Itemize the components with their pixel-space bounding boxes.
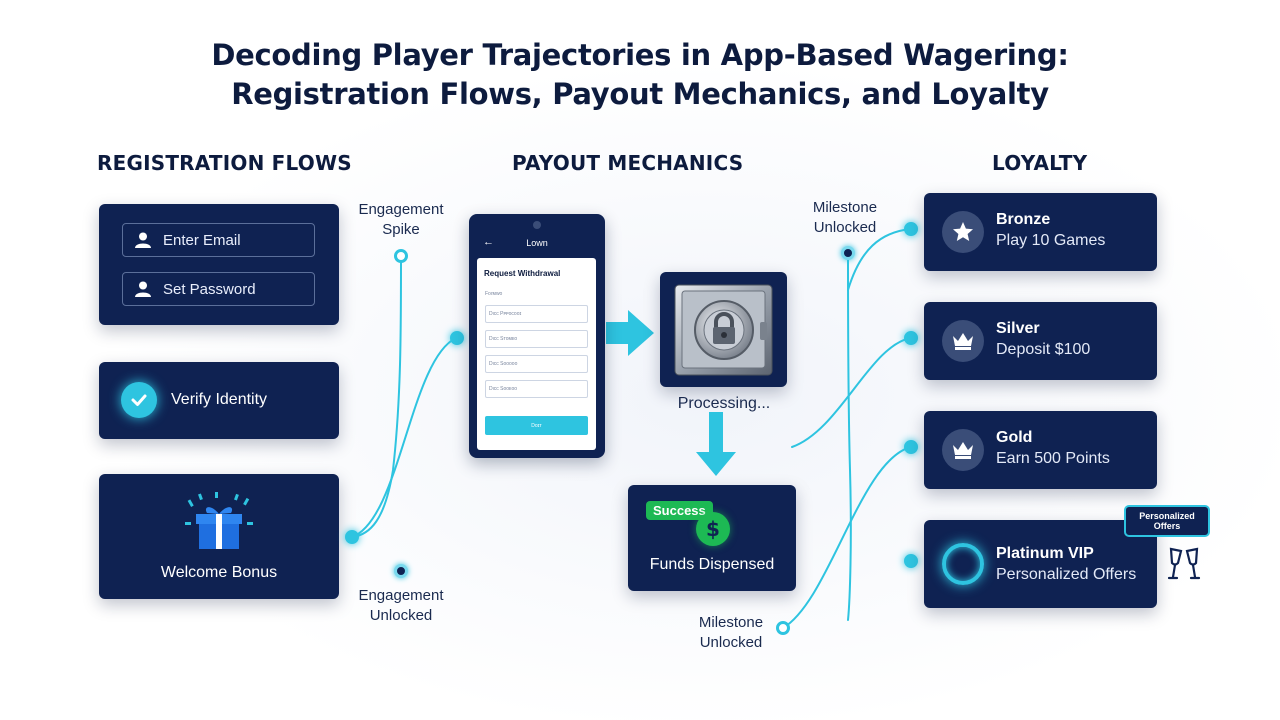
tier-name: Platinum VIP <box>996 545 1094 562</box>
connector-engagement-spike <box>351 255 402 538</box>
tier-requirement: Earn 500 Points <box>996 450 1110 467</box>
svg-text:$: $ <box>706 517 720 541</box>
withdrawal-submit-button[interactable]: Dᴏɪᴛ <box>485 416 588 435</box>
withdrawal-input[interactable]: Dιcc Pᴘᴘᴏᴄᴏᴏɪ <box>485 305 588 323</box>
connector-milestone-top <box>847 252 852 621</box>
tier-name: Gold <box>996 429 1033 446</box>
page-title: Decoding Player Trajectories in App-Base… <box>0 36 1280 114</box>
milestone-top-label: Milestone Unlocked <box>812 199 878 236</box>
connector-dot <box>904 331 918 345</box>
engagement-spike-label: Engagement Spike <box>358 201 444 238</box>
vault-card <box>660 272 787 387</box>
password-field[interactable]: Set Password <box>122 272 315 306</box>
connector-to-bronze <box>847 228 912 291</box>
arrow-right <box>606 310 654 356</box>
email-field-label: Enter Email <box>163 231 241 249</box>
connector-dot <box>394 249 408 263</box>
connector-dot <box>776 621 790 635</box>
loyalty-tier-gold[interactable]: Gold Earn 500 Points <box>924 411 1157 489</box>
connector-dot <box>904 222 918 236</box>
tier-requirement: Deposit $100 <box>996 341 1091 358</box>
champagne-glasses-icon <box>1167 545 1201 588</box>
connector-dot <box>345 530 359 544</box>
vault-lock-icon <box>674 284 773 381</box>
withdrawal-input[interactable]: Dιcc Sᴏᴏᴇᴏᴏ <box>485 380 588 398</box>
withdrawal-form-title: Request Withdrawal <box>484 269 561 278</box>
connector-dot <box>904 440 918 454</box>
crown-icon <box>942 429 984 471</box>
connector-to-silver <box>791 337 912 448</box>
processing-label: Processing... <box>677 395 771 412</box>
loyalty-tier-bronze[interactable]: Bronze Play 10 Games <box>924 193 1157 271</box>
check-icon <box>121 382 157 418</box>
crown-icon <box>942 320 984 362</box>
star-icon <box>942 211 984 253</box>
loyalty-tier-silver[interactable]: Silver Deposit $100 <box>924 302 1157 380</box>
section-registration-heading: REGISTRATION FLOWS <box>97 151 352 175</box>
back-arrow-icon[interactable]: ← <box>483 236 494 248</box>
credentials-card: Enter Email Set Password <box>99 204 339 325</box>
verify-identity-label: Verify Identity <box>171 391 268 408</box>
gift-icon <box>183 492 255 557</box>
phone-header: Lᴏwn <box>526 238 548 248</box>
title-line-1: Decoding Player Trajectories in App-Base… <box>211 38 1069 72</box>
form-small-label: Fᴏɾᴍwᴏ <box>485 291 503 297</box>
personalized-offers-badge: Personalized Offers <box>1124 505 1210 537</box>
email-field[interactable]: Enter Email <box>122 223 315 257</box>
user-icon <box>123 231 163 249</box>
tier-requirement: Play 10 Games <box>996 232 1106 249</box>
engagement-unlocked-label: Engagement Unlocked <box>358 587 444 624</box>
connector-to-gold <box>782 446 912 629</box>
verify-identity-card[interactable]: Verify Identity <box>99 362 339 439</box>
section-payout-heading: PAYOUT MECHANICS <box>512 151 744 175</box>
funds-dispensed-label: Funds Dispensed <box>649 556 775 573</box>
connector-welcome-to-phone <box>351 337 457 538</box>
tier-name: Bronze <box>996 211 1051 228</box>
password-field-label: Set Password <box>163 280 256 298</box>
user-icon <box>123 280 163 298</box>
success-badge: Success <box>646 501 713 520</box>
welcome-bonus-label: Welcome Bonus <box>160 564 278 581</box>
section-loyalty-heading: LOYALTY <box>992 151 1088 175</box>
connector-dot <box>394 564 408 578</box>
withdrawal-input[interactable]: Dιcc Sᴛᴏᴍᴇᴏ <box>485 330 588 348</box>
connector-dot <box>841 246 855 260</box>
connector-dot <box>450 331 464 345</box>
phone-screen: Request Withdrawal Fᴏɾᴍwᴏ Dιcc Pᴘᴘᴏᴄᴏᴏɪ … <box>477 258 596 450</box>
ring-icon <box>942 543 984 585</box>
personalized-offers-text: Personalized Offers <box>1139 511 1195 531</box>
funds-dispensed-card: Success $ Funds Dispensed <box>628 485 796 591</box>
withdrawal-input[interactable]: Dιcc Sᴏᴏᴏᴏᴏ <box>485 355 588 373</box>
phone-mockup: ← Lᴏwn Request Withdrawal Fᴏɾᴍwᴏ Dιcc Pᴘ… <box>469 214 605 458</box>
connector-dot <box>904 554 918 568</box>
phone-camera <box>533 221 541 229</box>
welcome-bonus-card[interactable]: Welcome Bonus <box>99 474 339 599</box>
title-line-2: Registration Flows, Payout Mechanics, an… <box>231 77 1049 111</box>
dollar-icon: $ <box>696 512 730 546</box>
tier-name: Silver <box>996 320 1040 337</box>
loyalty-tier-platinum[interactable]: Platinum VIP Personalized Offers <box>924 520 1157 608</box>
arrow-down <box>696 412 736 476</box>
milestone-bottom-label: Milestone Unlocked <box>698 614 764 651</box>
tier-requirement: Personalized Offers <box>996 566 1137 583</box>
